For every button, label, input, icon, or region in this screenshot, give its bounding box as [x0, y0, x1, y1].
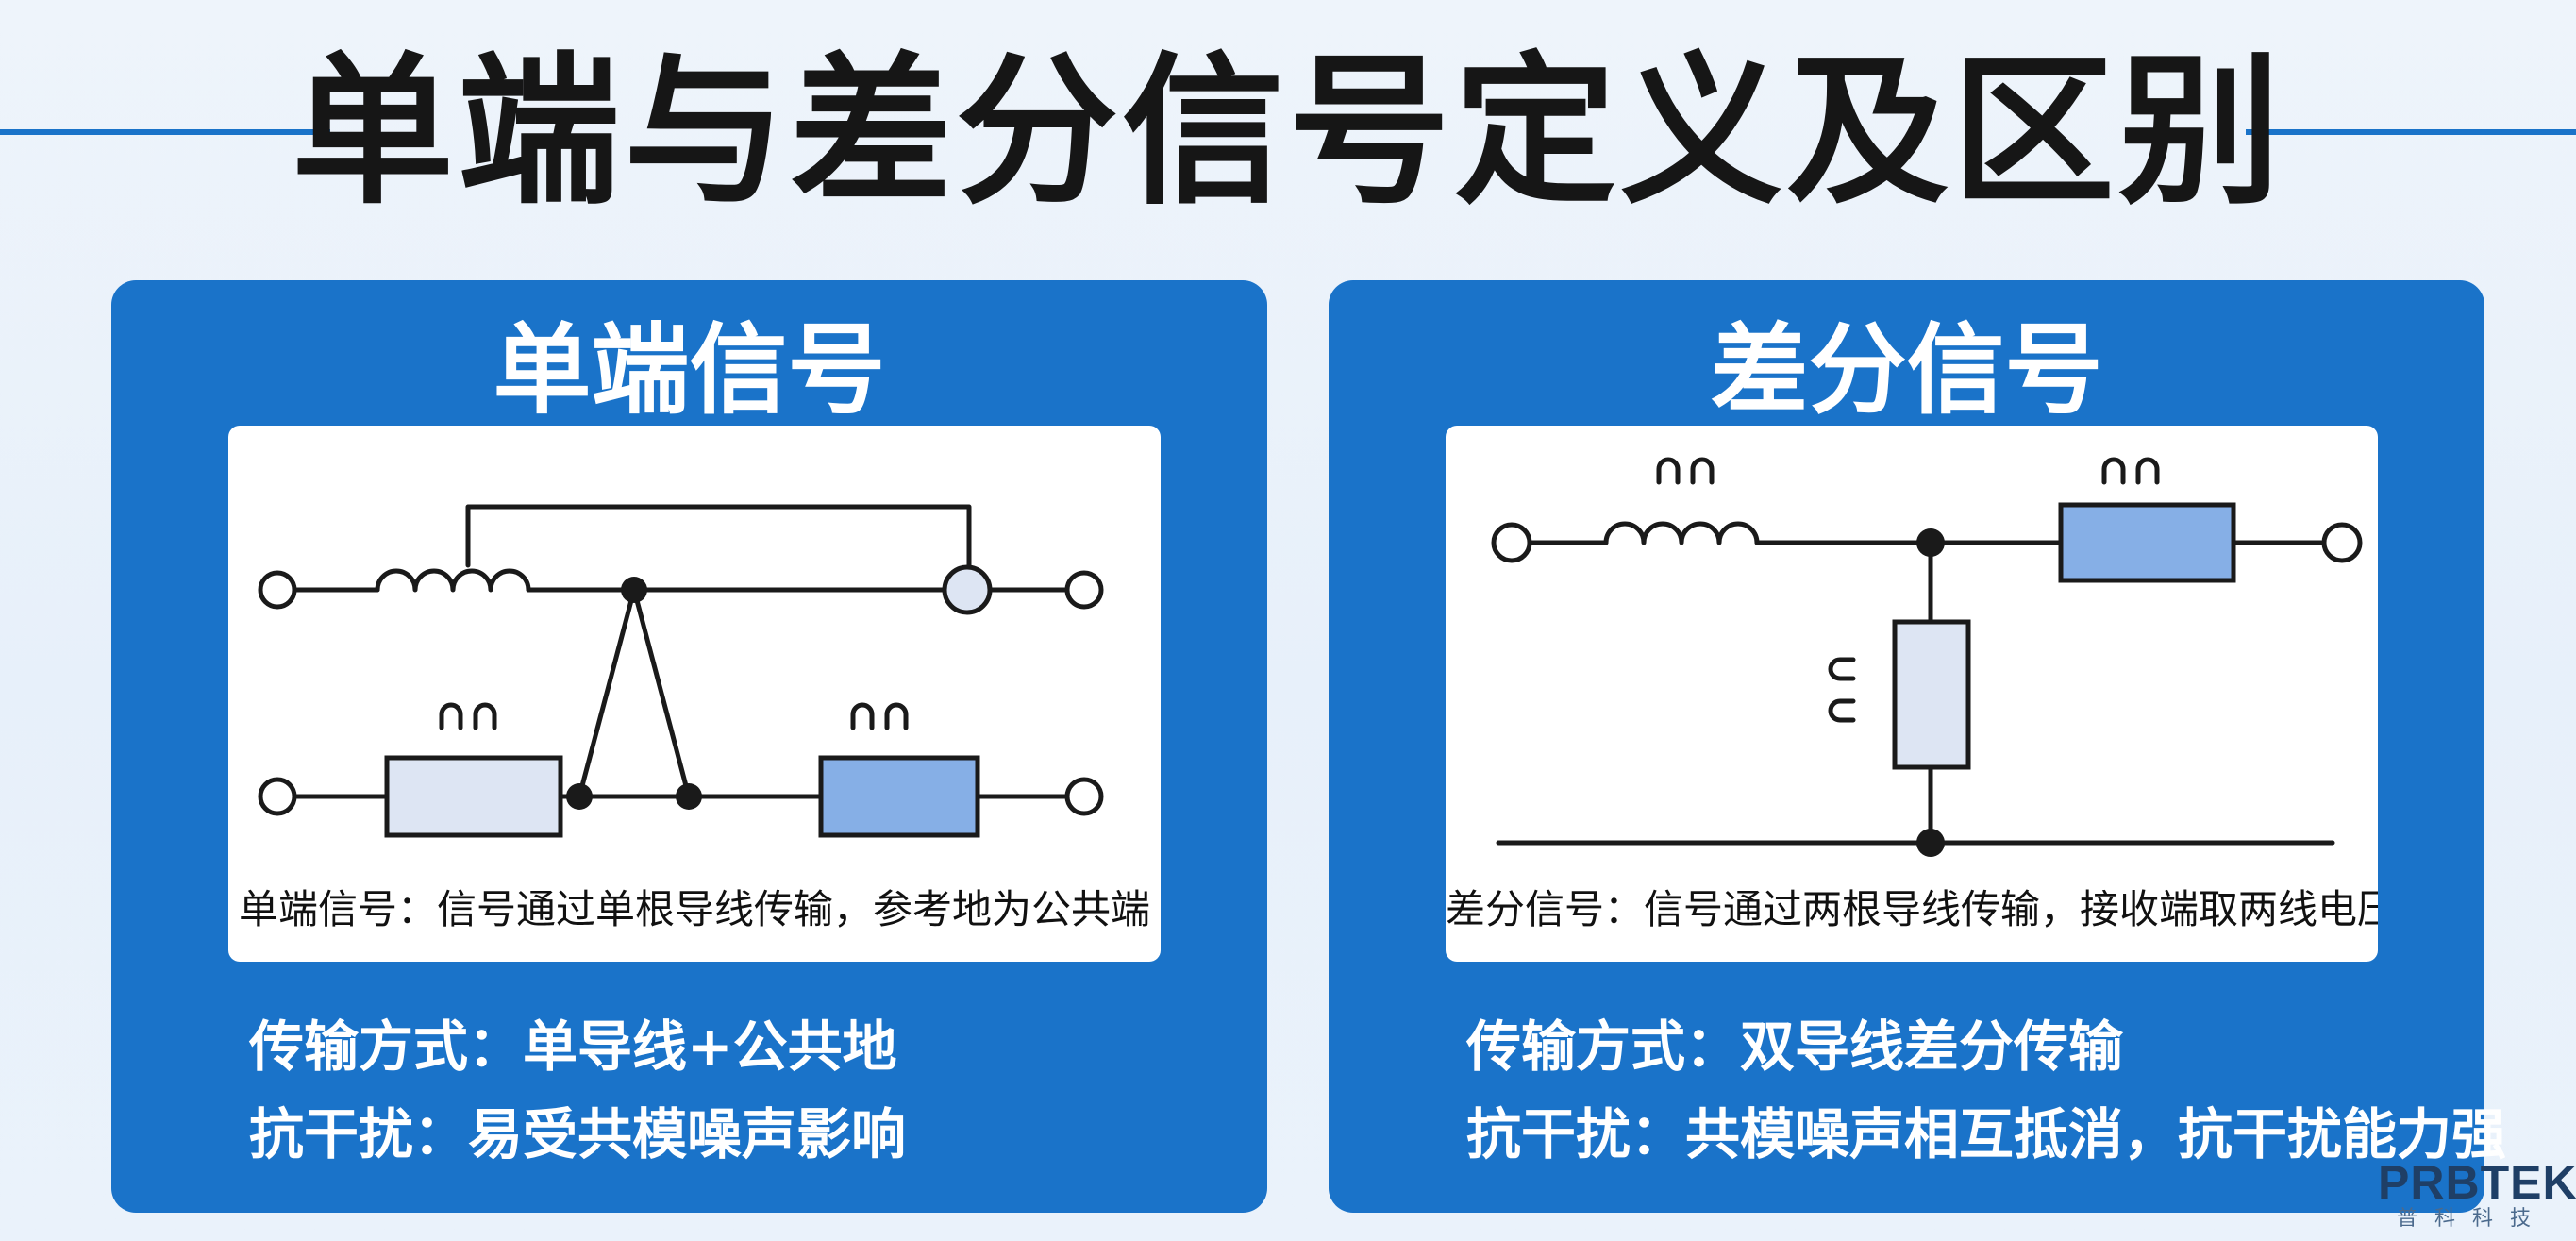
differential-circuit — [1491, 457, 2363, 857]
differential-interference: 抗干扰：共模噪声相互抵消，抗干扰能力强 — [1466, 1102, 2507, 1166]
terminal-icon — [2321, 522, 2363, 563]
logo-name: PRBTEK — [2378, 1156, 2576, 1209]
brand-logo: PRBTEK 普科科技 — [2378, 1156, 2576, 1232]
terminal-icon — [1064, 570, 1104, 610]
junction-dot-icon — [1916, 829, 1945, 857]
differential-heading: 差分信号 — [1710, 312, 2103, 428]
junction-dot-icon — [676, 783, 702, 810]
resistor-blue-icon — [2058, 502, 2236, 583]
differential-panel: 差分信号 — [1329, 280, 2506, 1213]
terminal-icon — [258, 777, 297, 816]
junction-dot-icon — [621, 577, 647, 603]
differential-diagram: 差分信号：信号通过两根导线传输，接收端取两线电压差 — [1446, 426, 2378, 962]
terminal-icon — [1491, 522, 1532, 563]
title-rule-right — [2246, 129, 2576, 135]
differential-transmission: 传输方式：双导线差分传输 — [1466, 1015, 2124, 1079]
single-ended-diagram: 单端信号：信号通过单根导线传输，参考地为公共端 — [228, 426, 1161, 962]
marker-arch-icon — [1656, 457, 1715, 485]
single-ended-interference: 抗干扰：易受共模噪声影响 — [249, 1102, 907, 1166]
terminal-icon — [1064, 777, 1104, 816]
inductor-icon — [375, 568, 531, 593]
single-ended-heading: 单端信号 — [493, 312, 886, 428]
resistor-light-icon — [1892, 619, 1971, 770]
resistor-blue-icon — [818, 755, 980, 838]
single-ended-circuit — [258, 504, 1104, 838]
differential-caption: 差分信号：信号通过两根导线传输，接收端取两线电压差 — [1446, 886, 2378, 932]
page-title: 单端与差分信号定义及区别 — [292, 37, 2284, 226]
resistor-light-icon — [384, 755, 563, 838]
marker-arch-icon — [850, 702, 909, 730]
marker-arch-icon — [2101, 457, 2160, 485]
marker-arch-side-icon — [1828, 657, 1856, 723]
single-ended-panel: 单端信号 — [111, 280, 1267, 1213]
bridge-wire — [465, 504, 972, 570]
title-rule-left — [0, 129, 330, 135]
inductor-icon — [1603, 521, 1760, 545]
marker-arch-icon — [439, 702, 497, 730]
reference-node-icon — [942, 564, 993, 615]
junction-dot-icon — [566, 783, 593, 810]
junction-dot-icon — [1916, 528, 1945, 557]
logo-subtitle: 普科科技 — [2396, 1207, 2548, 1231]
terminal-icon — [258, 570, 297, 610]
single-ended-transmission: 传输方式：单导线+公共地 — [249, 1015, 897, 1079]
triangle-wires — [577, 587, 692, 799]
single-ended-caption: 单端信号：信号通过单根导线传输，参考地为公共端 — [238, 886, 1150, 932]
